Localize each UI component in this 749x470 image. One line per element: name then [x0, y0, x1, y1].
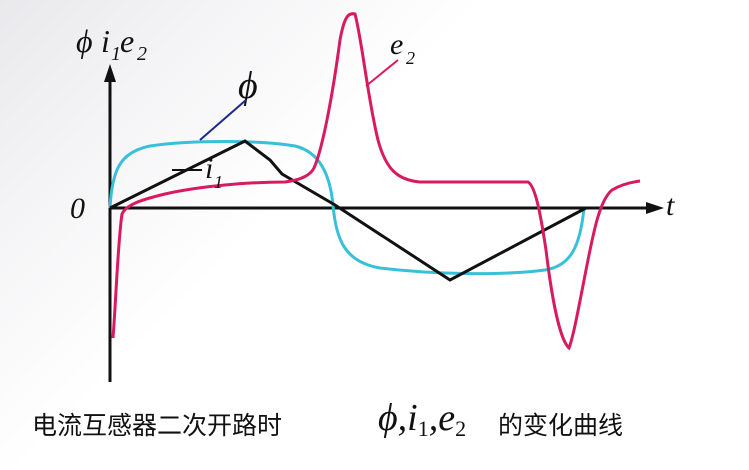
caption-math: ϕ,i1,e2: [378, 397, 467, 441]
caption-text-before: 电流互感器二次开路时: [32, 411, 283, 440]
y-axis-label-i-sub: 1: [111, 43, 121, 65]
phi-curve: [109, 139, 587, 282]
caption: 电流互感器二次开路时 ϕ,i1,e2 的变化曲线: [0, 397, 749, 448]
caption-math-i: i: [407, 397, 418, 439]
i1-curve-label-sub: 1: [214, 172, 223, 192]
x-axis-label: t: [666, 189, 675, 222]
e2-leader-line: [365, 59, 399, 87]
phi-leader-line: [199, 99, 247, 141]
e2-curve-label-sub: 2: [406, 48, 415, 68]
y-axis-arrow: [104, 64, 116, 82]
caption-math-phi: ϕ: [378, 397, 398, 439]
phi-curve-label: ϕ: [238, 65, 258, 107]
e2-curve-label: e: [390, 28, 403, 61]
caption-math-e-sub: 2: [455, 416, 467, 441]
e2-curve: [111, 12, 641, 351]
caption-text-after: 的变化曲线: [498, 411, 624, 440]
y-axis-label-e: e: [120, 23, 134, 59]
y-axis-label-i: i: [101, 23, 110, 59]
caption-math-e: e: [438, 397, 456, 439]
caption-math-i-sub: 1: [417, 416, 429, 441]
y-axis-label-e-sub: 2: [137, 43, 147, 65]
origin-label: 0: [70, 192, 85, 225]
x-axis-arrow: [646, 202, 664, 214]
y-axis-label-phi: ϕ: [76, 23, 93, 59]
i1-curve-label: i: [205, 152, 213, 185]
